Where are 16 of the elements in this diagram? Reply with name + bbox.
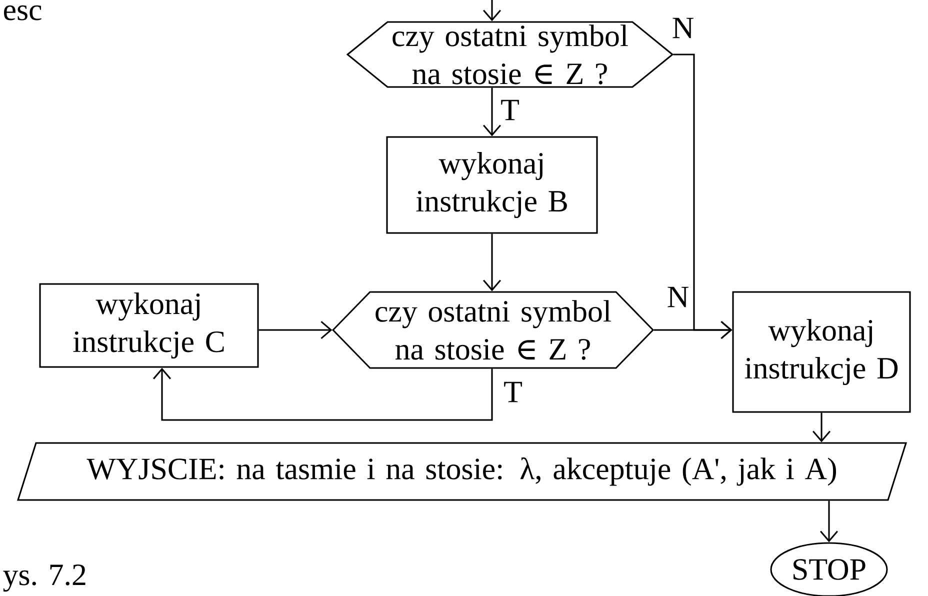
arrow <box>812 412 831 442</box>
process-box: wykonaj instrukcje C <box>39 283 259 368</box>
arrow <box>258 320 332 340</box>
edge-label: T <box>499 98 521 122</box>
arrow <box>482 88 502 136</box>
text-fragment: ys. 7.2 <box>3 564 86 592</box>
arrow <box>654 320 732 340</box>
arrow <box>820 500 838 542</box>
arrow <box>152 368 493 421</box>
edge-label: T <box>502 380 524 404</box>
arrow <box>482 234 502 292</box>
arrow <box>482 0 502 22</box>
process-box: wykonaj instrukcje B <box>386 136 598 234</box>
text-fragment: esc <box>4 5 42 20</box>
edge-label: N <box>665 285 691 309</box>
process-box: wykonaj instrukcje D <box>732 291 911 413</box>
